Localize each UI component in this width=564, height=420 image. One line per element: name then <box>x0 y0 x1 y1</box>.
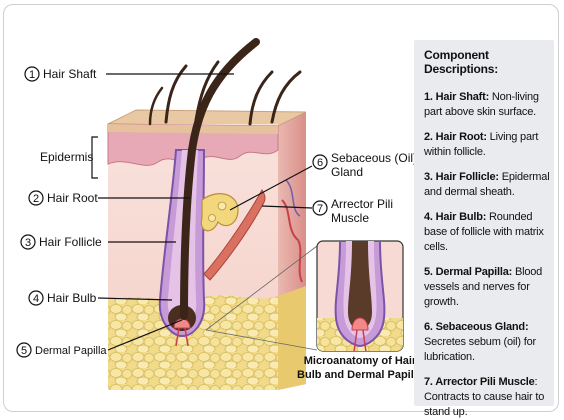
label-hair-bulb: Hair Bulb <box>47 291 97 305</box>
component-descriptions-panel: Component Descriptions: 1. Hair Shaft: N… <box>414 40 554 406</box>
description-term: 6. Sebaceous Gland: <box>424 321 528 333</box>
inset-caption-line2: Bulb and Dermal Papilla <box>297 369 424 381</box>
description-term: 2. Hair Root: <box>424 131 487 143</box>
label-hair-shaft: Hair Shaft <box>43 67 97 81</box>
number-7: 7 <box>317 203 323 215</box>
description-list: 1. Hair Shaft: Non-living part above ski… <box>424 90 550 420</box>
label-dermal-papilla: Dermal Papilla <box>35 345 107 357</box>
number-6: 6 <box>317 157 323 169</box>
skin-block <box>108 110 306 390</box>
label-hair-follicle: Hair Follicle <box>39 235 102 249</box>
number-5: 5 <box>21 345 27 357</box>
gland-acinus <box>218 202 226 210</box>
label-sebaceous-line2: Gland <box>331 165 363 179</box>
description-term: 5. Dermal Papilla: <box>424 266 512 278</box>
description-term: 1. Hair Shaft: <box>424 91 489 103</box>
inset-microanatomy: Microanatomy of Hair Bulb and Dermal Pap… <box>297 241 424 381</box>
description-text: Secretes sebum (oil) for lubrication. <box>424 336 536 363</box>
label-arrector-line1: Arrector Pili <box>331 197 393 211</box>
description-term: 4. Hair Bulb: <box>424 211 486 223</box>
description-item: 6. Sebaceous Gland: Secretes sebum (oil)… <box>424 320 550 365</box>
gland-acinus <box>209 215 216 222</box>
description-term: 3. Hair Follicle: <box>424 171 499 183</box>
description-item: 3. Hair Follicle: Epidermal and dermal s… <box>424 170 550 200</box>
description-item: 4. Hair Bulb: Rounded base of follicle w… <box>424 210 550 255</box>
label-sebaceous-line1: Sebaceous (Oil) <box>331 151 417 165</box>
panel-title: Component Descriptions: <box>424 48 550 76</box>
label-arrector-line2: Muscle <box>331 211 369 225</box>
description-term: 7. Arrector Pili Muscle <box>424 376 535 388</box>
number-1: 1 <box>29 69 35 81</box>
label-epidermis: Epidermis <box>40 150 93 164</box>
skin-surface <box>108 110 306 126</box>
number-4: 4 <box>33 293 39 305</box>
description-item: 7. Arrector Pili Muscle: Contracts to ca… <box>424 375 550 420</box>
number-2: 2 <box>33 193 39 205</box>
inset-caption-line1: Microanatomy of Hair <box>304 355 417 367</box>
label-hair-root: Hair Root <box>47 191 98 205</box>
number-3: 3 <box>25 237 31 249</box>
description-item: 2. Hair Root: Living part within follicl… <box>424 130 550 160</box>
description-item: 1. Hair Shaft: Non-living part above ski… <box>424 90 550 120</box>
description-item: 5. Dermal Papilla: Blood vessels and ner… <box>424 265 550 310</box>
